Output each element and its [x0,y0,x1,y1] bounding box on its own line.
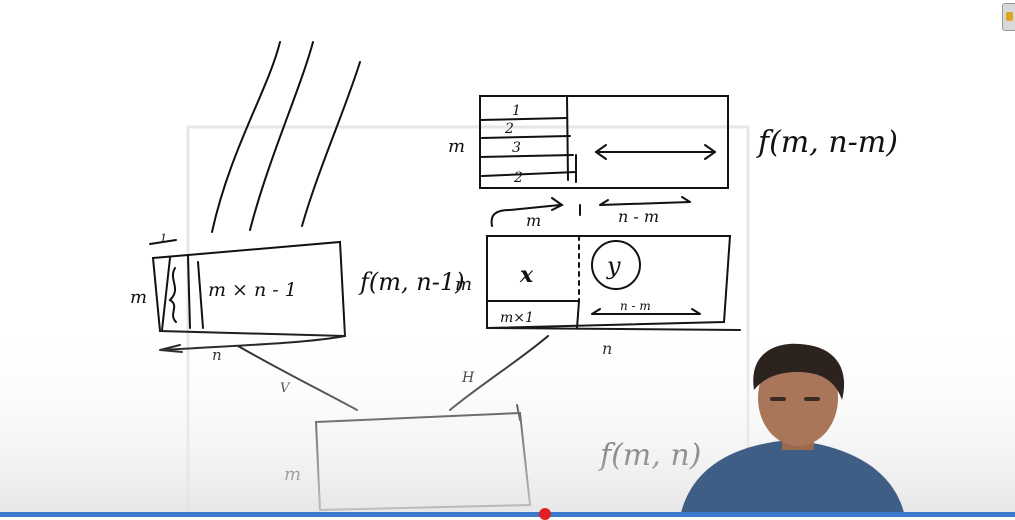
mid-right-block-side-label: m [455,274,472,295]
top-right-segment-label-right: n - m [618,207,659,226]
base-block-function-label: f(m, n) [598,438,701,473]
pen-strokes-top [211,41,361,233]
corner-widget[interactable] [1002,3,1015,31]
stack-digit-3: 3 [512,140,521,156]
tree-edges [237,335,549,411]
left-block-inner-text: m × n - 1 [208,279,297,301]
cell-y: y [606,252,621,280]
top-right-function-label: f(m, n-m) [756,125,898,160]
mid-right-arrow-label: n - m [620,299,651,313]
mid-right-bottom-label: n [602,339,612,358]
stack-digit-4: 2 [513,170,523,186]
left-block-width-mark: 1 [160,232,167,245]
left-edge-label: V [280,381,291,396]
base-block [314,404,532,512]
right-edge-label: H [461,370,475,386]
cell-x: x [519,262,534,288]
widget-icon [1006,12,1013,21]
stack-digit-1: 1 [512,103,521,119]
left-block-side-label: m [130,287,147,308]
top-right-block [479,95,729,227]
left-block-function-label: f(m, n-1) [358,268,464,296]
base-block-side-label: m [284,464,301,485]
stack-digit-2: 2 [504,121,514,137]
top-right-segment-label-left: m [526,211,541,230]
left-block-bottom-label: n [212,346,222,364]
progress-scrubber-handle[interactable] [539,508,552,520]
top-right-block-side-label: m [448,136,465,157]
mid-right-bottom-left-label: m×1 [500,310,534,326]
video-progress-bar[interactable] [0,508,1015,520]
